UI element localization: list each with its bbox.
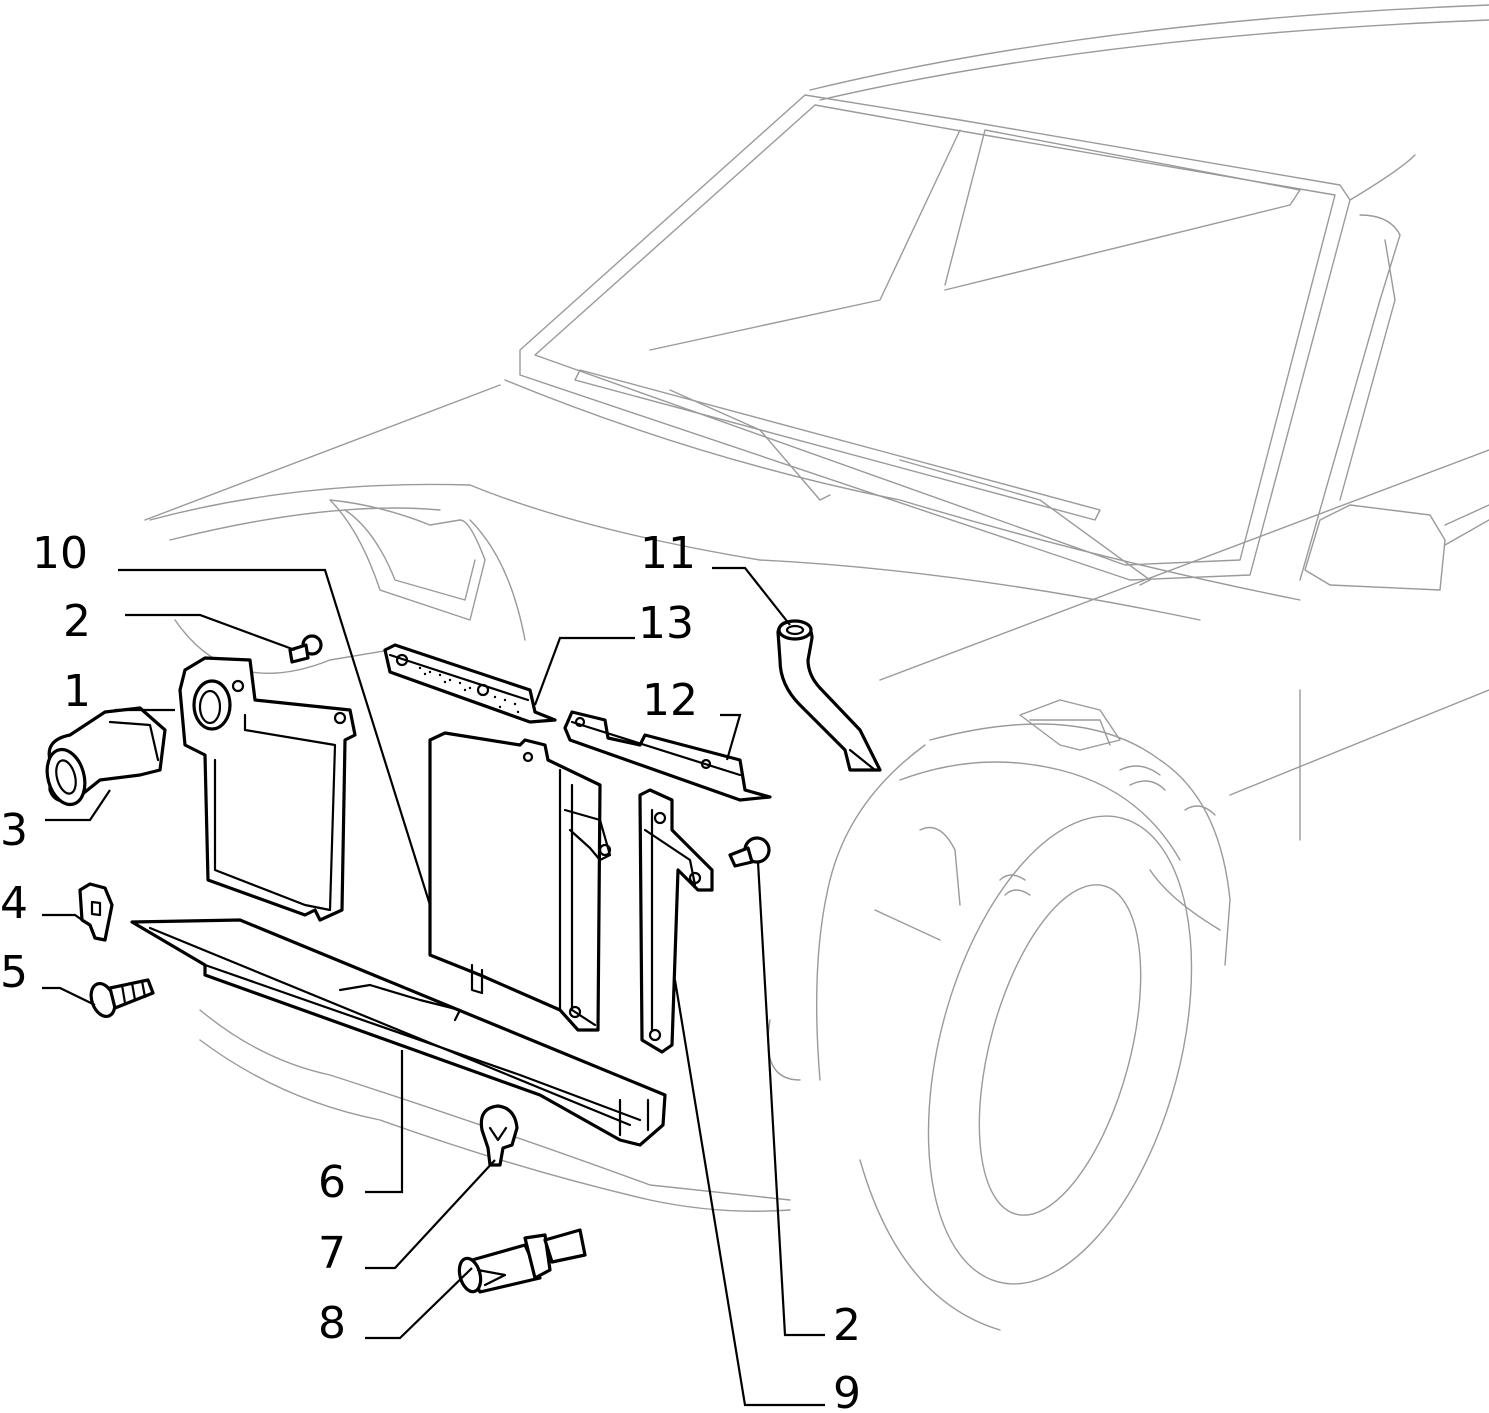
leader-9: [673, 979, 825, 1407]
part-6-lower-crossmember: [130, 918, 667, 1147]
leader-13: [533, 636, 635, 706]
part-11-drain-tube: [776, 619, 882, 772]
leader-6: [365, 1050, 404, 1194]
callout-7: 7: [318, 1228, 346, 1279]
part-2-fastener-left: [288, 634, 323, 664]
callout-3: 3: [0, 805, 28, 856]
part-12-upper-bracket: [563, 710, 772, 802]
callout-4: 4: [0, 878, 28, 929]
leader-5: [42, 986, 96, 1006]
callout-9: 9: [833, 1368, 861, 1413]
callout-10: 10: [32, 528, 88, 579]
part-2-fastener-right: [728, 836, 771, 868]
callout-labels: 10 2 1 3 4 5 6 7 8 11 13 12 2 9: [0, 528, 861, 1413]
part-7-push-clip: [479, 1104, 519, 1167]
leader-3: [45, 789, 111, 822]
leader-11: [712, 566, 791, 626]
callout-11: 11: [640, 528, 696, 579]
callout-12: 12: [642, 675, 698, 726]
leader-2-left: [125, 613, 296, 652]
leader-4: [42, 913, 86, 923]
part-13-foam-strip: [383, 643, 557, 724]
leader-2-right: [756, 861, 825, 1337]
part-10-center-deflector: [428, 731, 612, 1032]
part-5-screw: [89, 978, 155, 1019]
part-9-vertical-bracket: [638, 788, 714, 1054]
leader-8: [365, 1267, 473, 1340]
leader-7: [365, 1159, 496, 1270]
leader-10: [118, 568, 432, 906]
leader-12: [720, 713, 742, 761]
part-3-duct-hose: [45, 706, 167, 807]
callout-1: 1: [63, 666, 91, 717]
callout-5: 5: [0, 947, 28, 998]
callout-2-right: 2: [833, 1300, 861, 1351]
vehicle-outline: [144, 4, 1489, 1331]
callout-8: 8: [318, 1298, 346, 1349]
part-1-left-duct-panel: [178, 656, 357, 922]
callout-2-left: 2: [63, 596, 91, 647]
callout-6: 6: [318, 1157, 346, 1208]
part-8-rivet: [457, 1228, 587, 1294]
leader-lines: [42, 566, 825, 1407]
part-4-clip: [78, 882, 114, 942]
callout-13: 13: [638, 598, 694, 649]
